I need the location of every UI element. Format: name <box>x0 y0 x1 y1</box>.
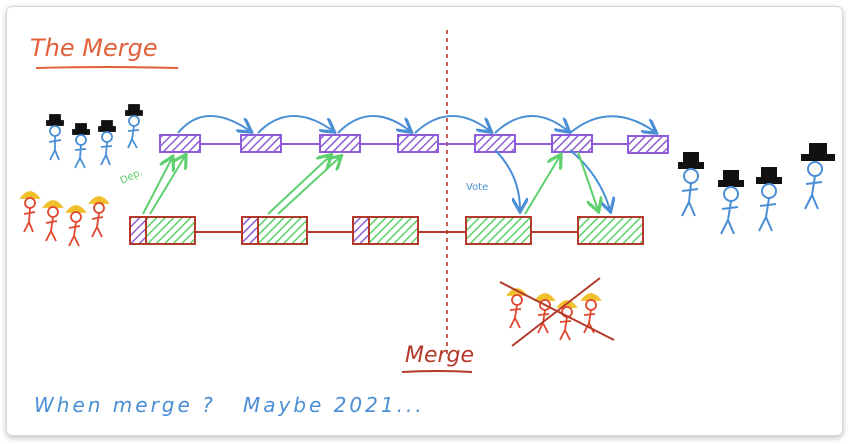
validator-icon <box>756 167 782 232</box>
validators-right <box>678 143 835 235</box>
footer-answer: Maybe 2021... <box>243 393 425 417</box>
deposit-arrow <box>524 156 560 215</box>
beacon-block <box>551 134 593 153</box>
beacon-arrows <box>177 115 655 210</box>
eth1-block <box>129 216 196 245</box>
beacon-block <box>627 135 669 154</box>
beacon-block <box>319 134 361 153</box>
validator-icon <box>72 123 90 169</box>
eth1-block <box>465 216 532 245</box>
deposit-arrow <box>577 151 598 210</box>
validator-icon <box>801 143 835 210</box>
miner-icon <box>556 300 578 341</box>
deposit-arrow <box>267 156 330 215</box>
beacon-arrow <box>494 115 568 133</box>
beacon-arrow <box>569 115 655 133</box>
cross-out-icon <box>499 277 615 347</box>
validator-icon <box>678 152 704 217</box>
miners-left <box>19 191 110 247</box>
miner-icon <box>42 200 64 242</box>
beacon-arrow <box>177 115 250 133</box>
deposit-arrow <box>277 157 340 215</box>
footer-question: When merge ? <box>34 393 216 417</box>
miner-icon <box>65 205 87 247</box>
merge-label: Merge <box>405 343 474 368</box>
beacon-block <box>240 134 282 153</box>
beacon-chain <box>159 134 669 154</box>
validators-left <box>46 104 143 169</box>
beacon-block <box>474 134 516 153</box>
eth1-block <box>352 216 419 245</box>
miner-icon <box>580 293 602 334</box>
validator-icon <box>46 114 64 161</box>
deposit-arrows <box>142 151 598 215</box>
vote-arrow <box>494 149 520 210</box>
beacon-arrow <box>414 115 490 133</box>
deposit-arrow <box>142 158 172 215</box>
validator-icon <box>125 104 143 149</box>
miner-icon <box>88 196 110 238</box>
eth1-chain <box>129 216 644 245</box>
miner-icon <box>534 293 556 334</box>
vote-arrow <box>569 149 610 210</box>
page-title: The Merge <box>30 34 158 62</box>
validator-icon <box>98 120 116 166</box>
eth1-block <box>577 216 644 245</box>
validator-icon <box>718 170 744 235</box>
merge-underline <box>401 370 473 373</box>
beacon-block <box>159 134 201 153</box>
beacon-arrow <box>257 115 333 133</box>
beacon-block <box>397 134 439 153</box>
eth1-block <box>241 216 308 245</box>
title-underline <box>35 66 179 69</box>
deposit-arrow <box>149 156 185 215</box>
dep-label: Dep. <box>119 167 145 187</box>
beacon-arrow <box>337 115 410 133</box>
vote-label: Vote <box>466 182 488 193</box>
miner-icon <box>19 191 41 233</box>
